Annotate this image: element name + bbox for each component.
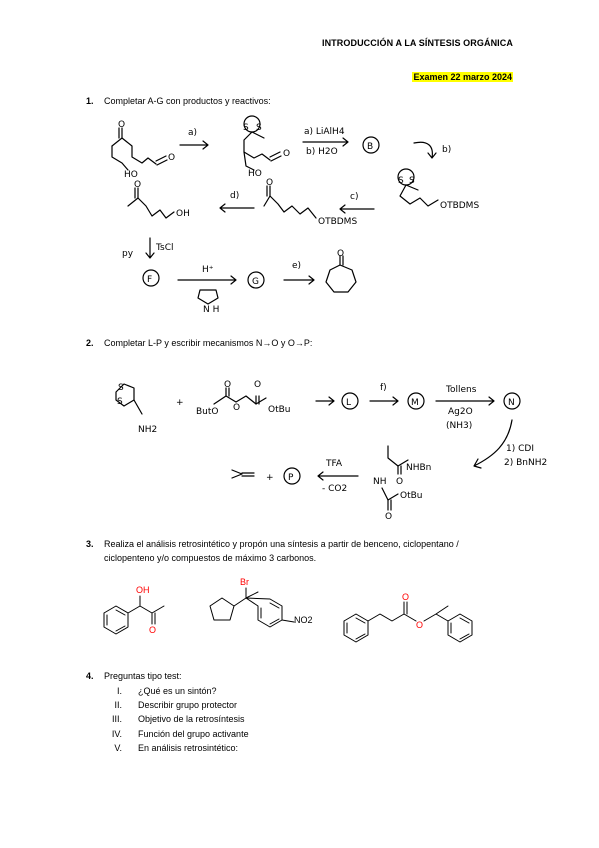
svg-text:O: O [134,180,141,190]
roman-numeral: IV. [111,729,122,739]
question-number: 2. [86,338,94,348]
question-number: 4. [86,671,94,681]
svg-text:O: O [149,625,156,635]
svg-text:OTBDMS: OTBDMS [440,201,479,211]
svg-text:ButO: ButO [196,407,219,417]
isobutylene-structure [231,469,255,479]
svg-text:O: O [233,403,240,413]
svg-text:- CO2: - CO2 [322,484,347,494]
label-d: d) [230,191,239,201]
label-M: M [411,398,419,408]
label-e: e) [292,261,301,271]
roman-numeral: III. [111,714,122,724]
svg-text:OtBu: OtBu [400,491,423,501]
question-text: Completar L-P y escribir mecanismos N→O … [104,338,313,348]
svg-text:O: O [402,592,409,602]
question-text: Realiza el análisis retrosintético y pro… [104,539,459,549]
svg-text:TFA: TFA [325,459,343,469]
svg-text:O: O [337,249,344,259]
label-G: G [252,277,259,287]
svg-text:a) LiAlH4: a) LiAlH4 [304,127,345,137]
document-title: INTRODUCCIÓN A LA SÍNTESIS ORGÁNICA [321,38,513,48]
exam-date-highlight: Examen 22 marzo 2024 [412,72,513,82]
target-molecule-2: Br NO2 [209,577,313,628]
label-F: F [147,275,152,285]
label-P: P [288,473,294,483]
svg-text:OtBu: OtBu [268,405,291,415]
svg-text:2) BnNH2: 2) BnNH2 [504,458,547,468]
svg-text:NH: NH [373,477,387,487]
svg-text:OH: OH [136,585,150,595]
svg-text:O: O [416,620,423,630]
svg-text:py: py [122,249,134,259]
svg-text:S: S [398,176,404,186]
svg-text:NHBn: NHBn [406,463,431,473]
test-item-text: Objetivo de la retrosíntesis [138,714,245,724]
svg-text:O: O [254,380,261,390]
svg-text:Br: Br [240,577,249,587]
svg-text:O: O [385,512,392,522]
svg-text:(NH3): (NH3) [446,421,472,431]
ketone-otbdms-structure: O OTBDMS [263,178,357,227]
test-item-text: En análisis retrosintético: [138,743,239,753]
svg-text:S: S [409,176,415,186]
svg-text:H⁺: H⁺ [202,265,214,275]
svg-text:S: S [243,123,249,133]
svg-text:S: S [256,123,262,133]
svg-text:OTBDMS: OTBDMS [318,217,357,227]
ketone-alcohol-structure: O OH [127,180,190,219]
test-item-text: ¿Qué es un sintón? [138,686,217,696]
boc-amino-amide-structure: O NHBn NH O OtBu [373,445,431,522]
svg-text:HO: HO [248,169,262,179]
roman-numeral: V. [114,743,122,753]
otbdms-dithiane-structure: S S OTBDMS [397,168,479,211]
question-text: Completar A-G con productos y reactivos: [104,96,271,106]
label-c: c) [350,192,358,202]
svg-text:O: O [118,120,125,130]
roman-numeral: I. [116,686,122,696]
question-number: 1. [86,96,94,106]
svg-text:O: O [224,380,231,390]
test-item-text: Función del grupo activante [138,729,249,739]
label-B: B [367,142,373,152]
question-number: 3. [86,539,94,549]
label-a: a) [188,128,197,138]
svg-text:NH2: NH2 [138,425,157,435]
svg-text:O: O [283,149,290,159]
svg-text:b) H2O: b) H2O [306,147,338,157]
svg-text:O: O [266,178,273,188]
cycloheptanone-structure: O [325,249,357,293]
svg-text:O: O [168,153,175,163]
svg-text:Tollens: Tollens [445,385,477,395]
question-text: Preguntas tipo test: [104,671,182,681]
label-N: N [508,398,515,408]
svg-text:1) CDI: 1) CDI [506,444,534,454]
roman-numeral: II. [114,700,122,710]
svg-text:Ag2O: Ag2O [448,407,473,417]
label-f: f) [380,383,387,393]
svg-text:HO: HO [124,170,138,180]
question-text-line-2: ciclopenteno y/o compuestos de máximo 3 … [104,553,317,563]
target-molecule-1: OH O [103,585,165,635]
svg-text:OH: OH [176,209,190,219]
svg-text:+: + [176,398,184,408]
dithiolane-amine-structure: S S NH2 [115,383,157,435]
target-molecule-3: O O [343,592,473,643]
label-b: b) [442,145,451,155]
keto-aldehyde-structure: O O HO [111,120,175,180]
svg-text:S: S [117,397,123,407]
svg-text:N H: N H [203,305,219,315]
svg-text:O: O [396,477,403,487]
label-L: L [346,398,351,408]
svg-text:NO2: NO2 [294,615,313,625]
svg-text:+: + [266,473,274,483]
boc-anhydride-structure: O O O ButO OtBu [196,380,291,417]
svg-text:S: S [118,383,124,393]
dithiane-product-structure: S S O HO [243,115,290,179]
test-item-text: Describir grupo protector [138,700,238,710]
svg-text:TsCl: TsCl [155,243,173,253]
